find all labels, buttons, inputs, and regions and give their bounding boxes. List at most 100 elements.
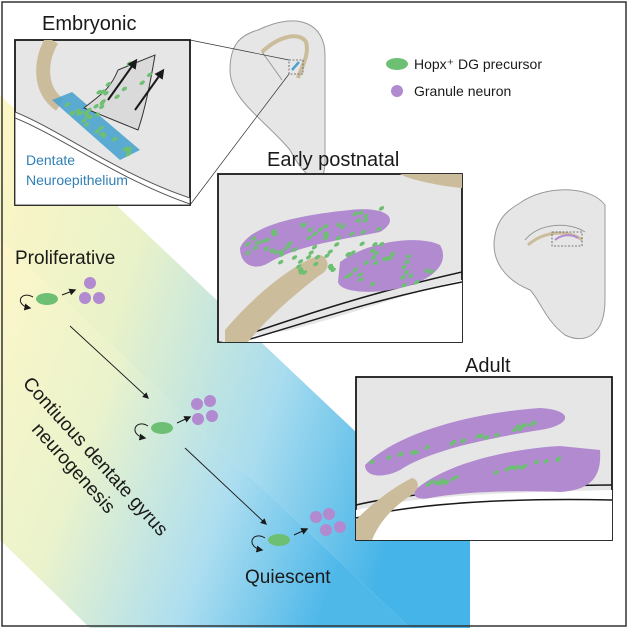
embryonic-panel: Embryonic Dentate Neuroepithelium — [14, 13, 191, 206]
precursor-dot — [284, 245, 290, 251]
precursor-dot — [350, 250, 356, 255]
precursor-dot — [390, 251, 396, 257]
precursor-dot — [272, 231, 278, 237]
precursor-dot — [407, 273, 414, 279]
precursor-dot — [520, 422, 526, 428]
precursor-dot — [386, 455, 392, 460]
differentiation-arrow — [293, 528, 309, 536]
precursor-dot — [414, 280, 420, 285]
precursor-dot — [87, 114, 94, 120]
precursor-dot — [362, 218, 369, 223]
precursor-legend-label: Hopx⁺ DG precursor — [414, 56, 542, 72]
precursor-dot — [264, 237, 271, 243]
precursor-dot — [81, 118, 87, 123]
precursor-dot — [424, 445, 430, 450]
precursor-dot — [114, 94, 120, 99]
postnatal-zoom-box — [551, 231, 583, 247]
self-renewal-arrow — [251, 535, 266, 553]
precursor-dot — [543, 459, 549, 464]
precursor-dot — [146, 72, 153, 77]
precursor-dot — [400, 275, 406, 280]
precursor-dot — [121, 86, 128, 92]
embryonic-title: Embryonic — [42, 13, 136, 35]
precursor-dot — [352, 267, 358, 272]
precursor-dot — [254, 240, 260, 246]
transition-arrow — [69, 325, 149, 399]
precursor-dot — [369, 281, 376, 287]
precursor-dot — [327, 249, 333, 254]
precursor-dot — [369, 459, 375, 465]
precursor-dot — [260, 238, 266, 244]
precursor-dot — [401, 264, 407, 270]
precursor-dot — [99, 104, 105, 110]
precursor-dot — [307, 227, 313, 232]
precursor-dot — [453, 474, 459, 480]
precursor-cell — [268, 534, 290, 546]
precursor-dot — [428, 269, 435, 275]
granule-cell — [192, 413, 204, 425]
precursor-dot — [531, 420, 537, 426]
precursor-dot — [292, 247, 298, 252]
precursor-dot — [336, 222, 342, 228]
precursor-dot — [322, 231, 329, 236]
neurogenesis-gradient-band — [0, 95, 470, 628]
granule-cell — [323, 508, 335, 520]
precursor-dot — [334, 242, 340, 247]
proliferative-label: Proliferative — [15, 248, 115, 269]
precursor-dot — [273, 249, 279, 255]
embryonic-brain-outline — [229, 20, 326, 181]
precursor-dot — [69, 111, 76, 116]
precursor-dot — [314, 254, 321, 260]
precursor-dot — [125, 151, 131, 157]
precursor-dot — [77, 110, 84, 116]
precursor-dot — [483, 435, 490, 440]
precursor-dot — [83, 122, 90, 127]
precursor-dot — [139, 80, 145, 86]
precursor-dot — [369, 248, 376, 254]
granule-cell — [204, 395, 216, 407]
precursor-dot — [494, 432, 500, 438]
quiescent-lineage — [251, 508, 346, 553]
precursor-dot — [378, 206, 385, 211]
precursor-dot — [322, 223, 329, 229]
precursor-dot — [376, 226, 382, 232]
precursor-cell — [36, 293, 58, 305]
precursor-dot — [278, 259, 284, 265]
granule-cell — [320, 524, 332, 536]
intermediate-lineage — [134, 395, 218, 441]
precursor-dot — [363, 213, 369, 219]
quiescent-label: Quiescent — [245, 567, 331, 588]
adult-title: Adult — [465, 355, 511, 377]
precursor-dot — [352, 211, 358, 217]
precursor-dot — [372, 260, 379, 266]
differentiation-arrow — [176, 416, 192, 424]
precursor-dot — [112, 136, 118, 142]
precursor-dot — [301, 270, 308, 275]
precursor-dot — [410, 449, 416, 455]
precursor-dot — [64, 102, 71, 107]
precursor-dot — [363, 260, 369, 265]
precursor-dot — [263, 246, 269, 252]
precursor-dot — [438, 481, 444, 486]
precursor-cell — [151, 422, 173, 434]
precursor-dot — [324, 253, 330, 258]
postnatal-brain-outline — [493, 189, 606, 340]
legend: Hopx⁺ DG precursor Granule neuron — [386, 56, 542, 99]
precursor-dot — [403, 270, 410, 275]
transition-arrow — [184, 447, 267, 525]
precursor-dot — [125, 148, 131, 153]
precursor-dot — [373, 250, 379, 256]
precursor-dot — [378, 241, 385, 247]
precursor-dot — [355, 218, 361, 223]
precursor-dot — [305, 254, 312, 260]
precursor-dot — [306, 235, 313, 240]
precursor-dot — [555, 457, 561, 463]
granule-cell — [84, 277, 96, 289]
precursor-dot — [479, 433, 485, 439]
dentate-neuroepithelium-label-line2: Neuroepithelium — [26, 172, 128, 188]
precursor-dot — [244, 242, 251, 247]
precursor-dot — [475, 433, 481, 439]
granule-cell — [206, 410, 218, 422]
